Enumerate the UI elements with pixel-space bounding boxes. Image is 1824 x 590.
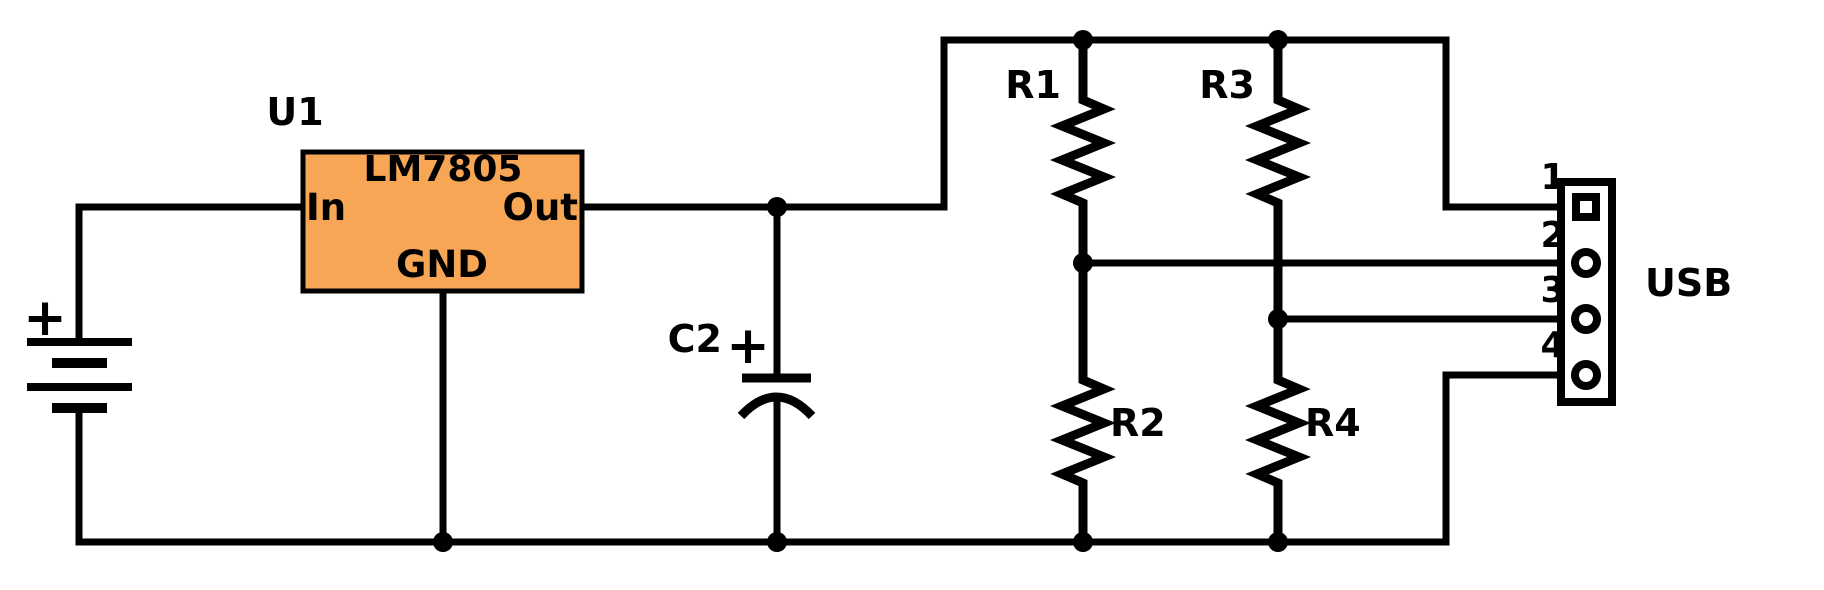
- usb-pin2-number: 2: [1540, 215, 1565, 256]
- junction-dot: [1268, 532, 1288, 552]
- battery-plus-label: +: [23, 288, 67, 348]
- regulator-pin-gnd-label: GND: [396, 243, 488, 286]
- junction-dot: [1073, 30, 1093, 50]
- resistor-r4-label: R4: [1305, 401, 1361, 445]
- regulator-pin-in-label: In: [306, 186, 346, 229]
- regulator-pin-out-label: Out: [503, 186, 578, 229]
- capacitor-c2: + C2: [668, 316, 816, 420]
- voltage-regulator: U1 LM7805 In Out GND: [266, 90, 585, 294]
- battery: +: [23, 288, 132, 413]
- resistor-r2-label: R2: [1110, 401, 1166, 445]
- usb-connector: 1 2 3 4 USB: [1540, 157, 1732, 406]
- capacitor-curved-plate: [737, 392, 816, 420]
- capacitor-designator: C2: [668, 317, 722, 361]
- resistor-r3-label: R3: [1199, 63, 1255, 107]
- usb-pin1-square: [1572, 193, 1600, 221]
- wire-battery-to-regulator-in: [75, 203, 303, 344]
- junction-dot: [1073, 253, 1093, 273]
- usb-pin4-circle: [1571, 360, 1601, 390]
- usb-label: USB: [1645, 261, 1732, 305]
- junction-dot: [767, 197, 787, 217]
- usb-pin1-number: 1: [1540, 157, 1565, 198]
- junction-dot: [767, 532, 787, 552]
- usb-pin2-circle: [1571, 248, 1601, 278]
- wire-regulator-out-to-usb-pin1: [582, 36, 1574, 211]
- junction-dot: [1268, 309, 1288, 329]
- junction-dot: [433, 532, 453, 552]
- resistor-r1-label: R1: [1005, 63, 1061, 107]
- regulator-body: [300, 149, 585, 294]
- regulator-part-label: LM7805: [364, 149, 523, 190]
- junction-dot: [1073, 532, 1093, 552]
- wire-ground-rail-to-usb-pin4: [75, 371, 1574, 546]
- usb-pin3-circle: [1571, 304, 1601, 334]
- capacitor-plus-label: +: [726, 316, 770, 376]
- resistor-r3-r4-column: [1245, 40, 1311, 542]
- usb-pin4-number: 4: [1540, 325, 1565, 366]
- junction-dot: [1268, 30, 1288, 50]
- regulator-designator: U1: [266, 90, 323, 134]
- usb-pin3-number: 3: [1540, 270, 1565, 311]
- resistor-r1-r2-column: [1050, 40, 1116, 542]
